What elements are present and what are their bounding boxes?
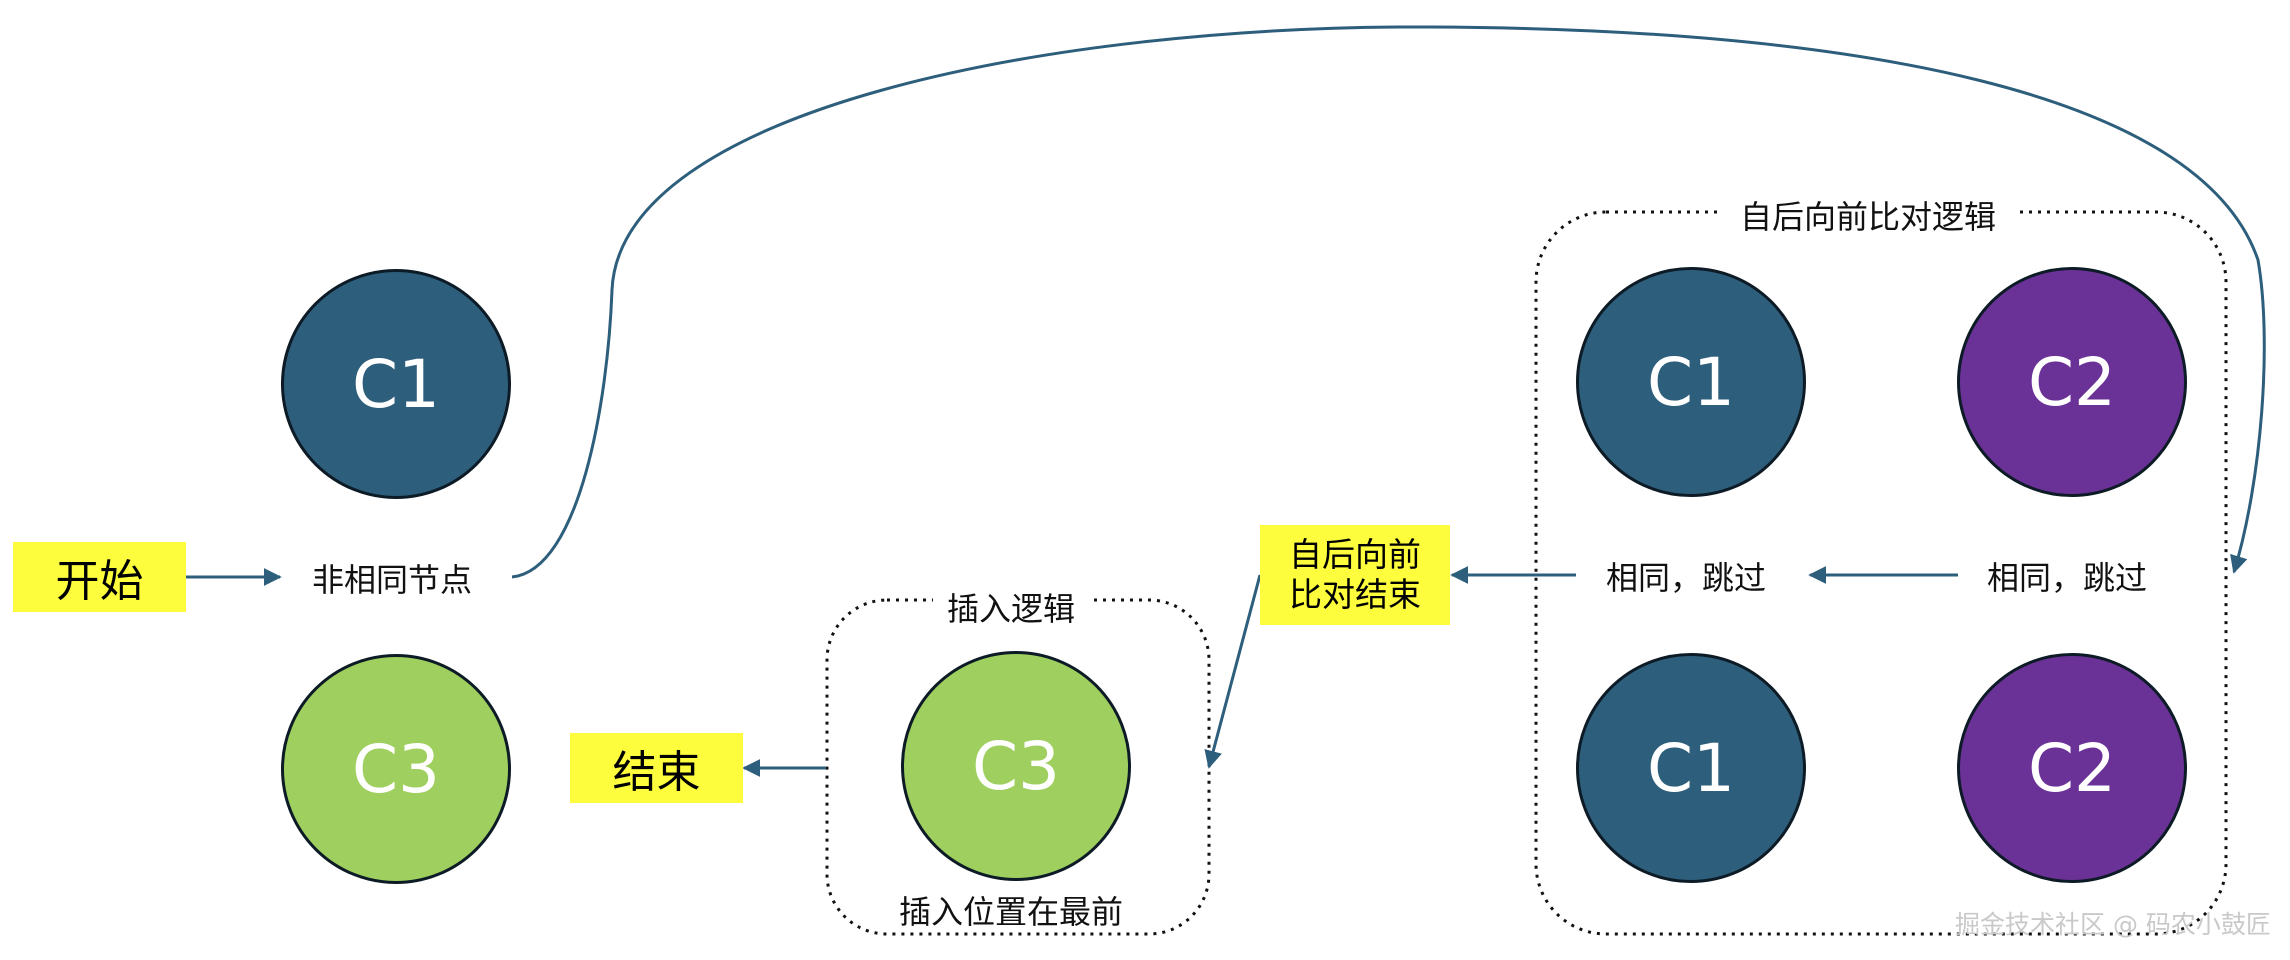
backward-end-label: 自后向前 比对结束 — [1260, 525, 1450, 625]
node-c3-left: C3 — [281, 654, 511, 884]
node-c1-left: C1 — [281, 269, 511, 499]
node-c2-backward-bottom: C2 — [1957, 653, 2187, 883]
watermark: 掘金技术社区 @ 码农小鼓匠 — [1955, 910, 2271, 939]
insert-group-frame — [825, 598, 1211, 936]
arrow-nonsame-to-backward-group — [511, 25, 2266, 579]
non-same-node-label: 非相同节点 — [312, 561, 473, 599]
node-c1-backward-top: C1 — [1576, 267, 1806, 497]
col1-same-skip-label: 相同，跳过 — [1606, 559, 1767, 597]
start-label: 开始 — [13, 542, 186, 612]
node-c2-backward-top: C2 — [1957, 267, 2187, 497]
end-label: 结束 — [570, 733, 743, 803]
insert-group-title: 插入逻辑 — [933, 584, 1090, 630]
insert-position-caption: 插入位置在最前 — [899, 893, 1124, 931]
node-c3-insert: C3 — [901, 651, 1131, 881]
backward-group-title: 自后向前比对逻辑 — [1722, 192, 2015, 238]
arrow-backward-end-to-insert — [1204, 574, 1262, 769]
node-c1-backward-bottom: C1 — [1576, 653, 1806, 883]
col2-same-skip-label: 相同，跳过 — [1987, 559, 2148, 597]
